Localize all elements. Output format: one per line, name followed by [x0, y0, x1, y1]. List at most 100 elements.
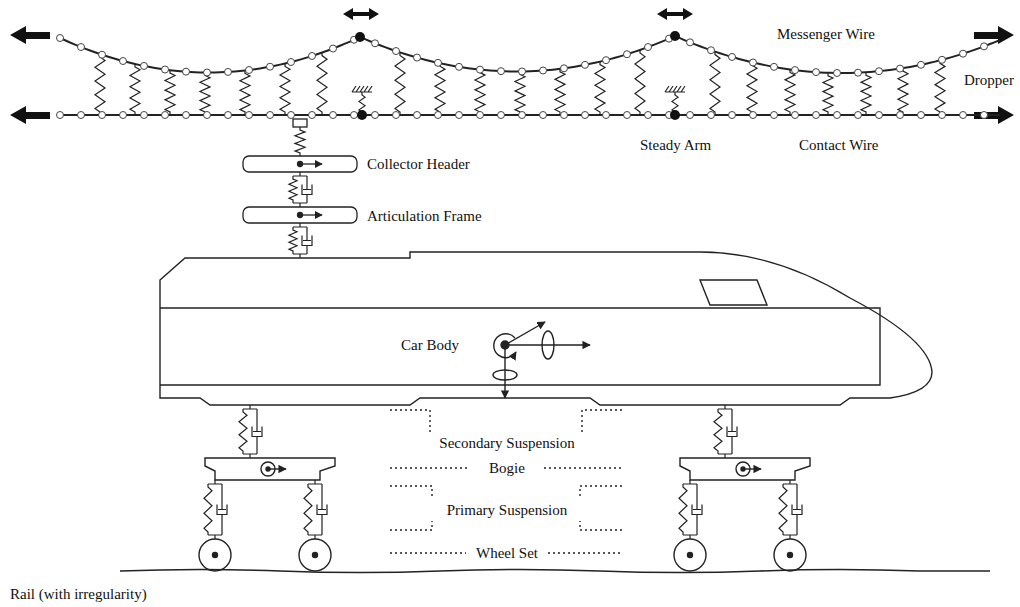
wire-node	[792, 112, 799, 119]
wire-node	[981, 43, 988, 50]
wire-node	[645, 44, 652, 51]
part-label: Collector Header	[365, 155, 472, 173]
support-arrow	[657, 8, 693, 20]
damper	[317, 484, 327, 535]
dropper-spring	[95, 54, 105, 115]
generated-geometry	[60, 36, 1000, 539]
wire-node	[372, 40, 379, 47]
axis-arrow	[505, 344, 590, 345]
wire-node	[246, 112, 253, 119]
wire-node	[351, 112, 358, 119]
wheel	[774, 539, 806, 571]
wheel	[199, 539, 231, 571]
part-label: Articulation Frame	[365, 207, 484, 225]
wire-node	[603, 112, 610, 119]
dropper-spring	[240, 70, 250, 115]
secondary-suspension	[714, 405, 737, 458]
wire-node	[708, 47, 715, 54]
part-label: Secondary Suspension	[437, 434, 576, 452]
wire-node	[876, 68, 883, 75]
wire-node	[372, 112, 379, 119]
wire-node	[981, 112, 988, 119]
wire-node	[57, 35, 64, 42]
wire-node	[834, 112, 841, 119]
damper	[252, 409, 262, 454]
wire-node	[183, 68, 190, 75]
wire-node	[99, 51, 106, 58]
dof-arrow	[268, 468, 286, 469]
bracket	[580, 486, 622, 498]
roll-arrow	[542, 331, 554, 359]
dropper-spring	[317, 53, 327, 115]
car-body-outline	[160, 252, 932, 405]
wire-node	[435, 112, 442, 119]
wire-node	[141, 112, 148, 119]
bracket	[390, 410, 430, 432]
dropper-spring	[555, 69, 565, 115]
wire-node	[603, 57, 610, 64]
spring	[289, 227, 297, 254]
wire-node	[729, 112, 736, 119]
wire-node	[708, 112, 715, 119]
collector-header-box	[243, 156, 357, 172]
damper	[302, 176, 312, 203]
support-point	[670, 110, 680, 120]
wire-node	[834, 69, 841, 76]
wire-node	[498, 112, 505, 119]
bogie-right	[674, 458, 810, 571]
dropper-spring	[935, 60, 945, 115]
damper	[792, 484, 802, 535]
part-label: Primary Suspension	[445, 501, 569, 519]
wire-node	[204, 112, 211, 119]
dropper-spring	[898, 68, 908, 115]
dropper-spring	[515, 71, 525, 115]
primary-suspension	[204, 480, 227, 539]
dropper-spring	[861, 72, 871, 115]
spring	[679, 484, 687, 535]
wire-node	[414, 54, 421, 61]
ground-hatch	[352, 86, 372, 92]
wire-node	[204, 69, 211, 76]
wire-node	[519, 68, 526, 75]
bracket	[390, 486, 432, 498]
articulation-frame-box	[243, 207, 357, 223]
wire-node	[519, 112, 526, 119]
wire-node	[540, 112, 547, 119]
dropper-spring	[395, 52, 405, 115]
damper	[727, 409, 737, 454]
roof-suspension	[289, 223, 312, 258]
support-arrow	[343, 8, 379, 20]
primary-suspension	[679, 480, 702, 539]
part-label: Wheel Set	[474, 544, 540, 562]
wire-node	[561, 65, 568, 72]
wire-node	[435, 59, 442, 66]
contact-strip	[293, 119, 307, 127]
damper	[217, 484, 227, 535]
wire-node	[771, 112, 778, 119]
axle	[688, 553, 693, 558]
window-band	[160, 308, 880, 385]
wire-node	[624, 51, 631, 58]
dropper-spring	[635, 50, 645, 115]
wire-node	[813, 112, 820, 119]
wire-node	[330, 112, 337, 119]
dof-arrow	[743, 468, 761, 469]
damper	[302, 227, 312, 254]
ground-hatch	[665, 86, 685, 92]
spring	[304, 484, 312, 535]
wire-node	[687, 39, 694, 46]
pantograph	[243, 119, 357, 223]
wire-node	[78, 112, 85, 119]
support-point	[670, 31, 680, 41]
wire-node	[288, 112, 295, 119]
wire-node	[918, 61, 925, 68]
dropper-spring	[823, 73, 833, 115]
wire-node	[624, 112, 631, 119]
wire-node	[393, 48, 400, 55]
wire-node	[897, 65, 904, 72]
wire-points	[57, 31, 988, 120]
damper	[692, 484, 702, 535]
wire-node	[288, 59, 295, 66]
wire-node	[78, 44, 85, 51]
